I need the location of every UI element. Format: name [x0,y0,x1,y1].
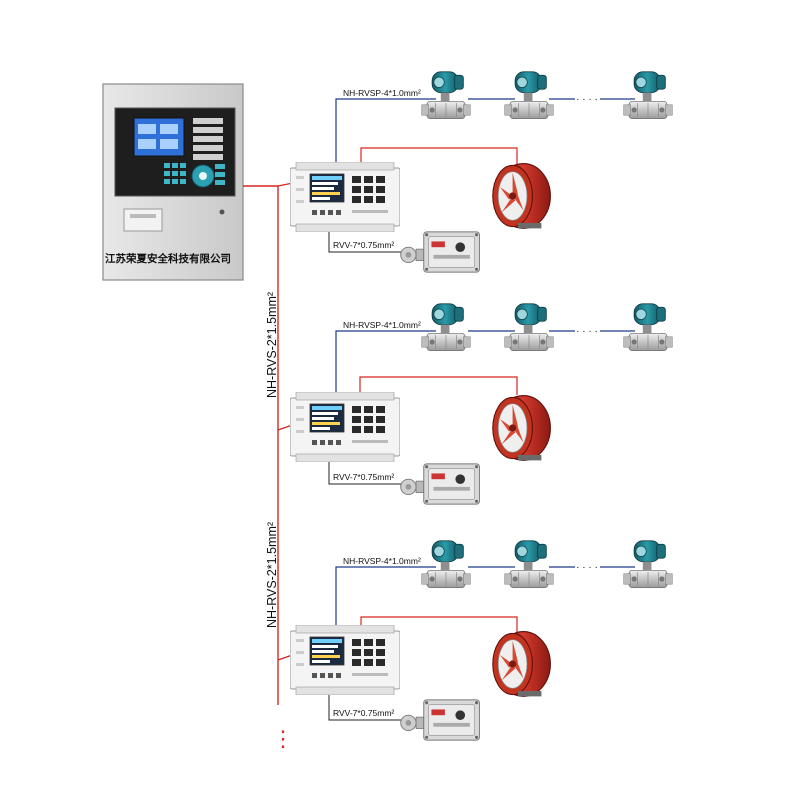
axial-fan-icon [492,631,551,697]
control-cable-label: RVV-7*0.75mm² [333,708,394,718]
signal-line [335,98,635,165]
control-line [328,232,405,253]
controller-module [290,162,400,232]
branch-2: NH-RVSP-4*1.0mm² RVV-7*0.75mm² · · · · [290,303,673,505]
signal-line [335,330,635,395]
branch-1: NH-RVSP-4*1.0mm² RVV-7*0.75mm² · · · · [290,71,673,273]
control-line [328,695,405,721]
cabinet-indicator-panel [193,118,223,160]
signal-cable-label: NH-RVSP-4*1.0mm² [343,556,421,566]
pressure-transmitter-icon [504,303,554,352]
pressure-transmitter-icon [504,540,554,589]
controller-module [290,392,400,462]
control-box-icon [400,699,480,741]
signal-cable-label: NH-RVSP-4*1.0mm² [343,88,421,98]
sensor-ellipsis: · · · · [576,94,598,105]
control-box-icon [400,231,480,273]
sensor-ellipsis: · · · · [576,562,598,573]
cabinet-keypad [164,163,225,185]
pressure-transmitter-icon [623,540,673,589]
axial-fan-icon [492,395,551,461]
pressure-transmitter-icon [421,540,471,589]
controller-module [290,625,400,695]
control-cable-label: RVV-7*0.75mm² [333,240,394,250]
pressure-transmitter-icon [623,303,673,352]
continuation-dots: ⋮ [272,726,294,751]
trunk-power-line [243,181,299,705]
control-box-icon [400,463,480,505]
axial-fan-icon [492,163,551,229]
control-cable-label: RVV-7*0.75mm² [333,472,394,482]
pressure-transmitter-icon [421,303,471,352]
trunk-cable-label-lower: NH-RVS-2*1.5mm² [265,522,279,628]
cabinet-printer [123,208,163,232]
pressure-transmitter-icon [421,71,471,120]
control-cabinet: 江苏荣夏安全科技有限公司 [102,83,244,281]
signal-cable-label: NH-RVSP-4*1.0mm² [343,320,421,330]
cabinet-screen [133,117,185,157]
fan-power-line [359,376,518,395]
branch-3: NH-RVSP-4*1.0mm² RVV-7*0.75mm² · · · · [290,540,673,741]
pressure-transmitter-icon [504,71,554,120]
fan-power-line [360,616,518,632]
cabinet-lock-icon [219,209,225,215]
pressure-transmitter-icon [623,71,673,120]
fan-power-line [360,147,518,165]
signal-line [335,566,635,628]
company-name: 江苏荣夏安全科技有限公司 [105,252,231,265]
sensor-ellipsis: · · · · [576,326,598,337]
control-line [328,462,405,485]
trunk-cable-label-upper: NH-RVS-2*1.5mm² [265,292,279,398]
